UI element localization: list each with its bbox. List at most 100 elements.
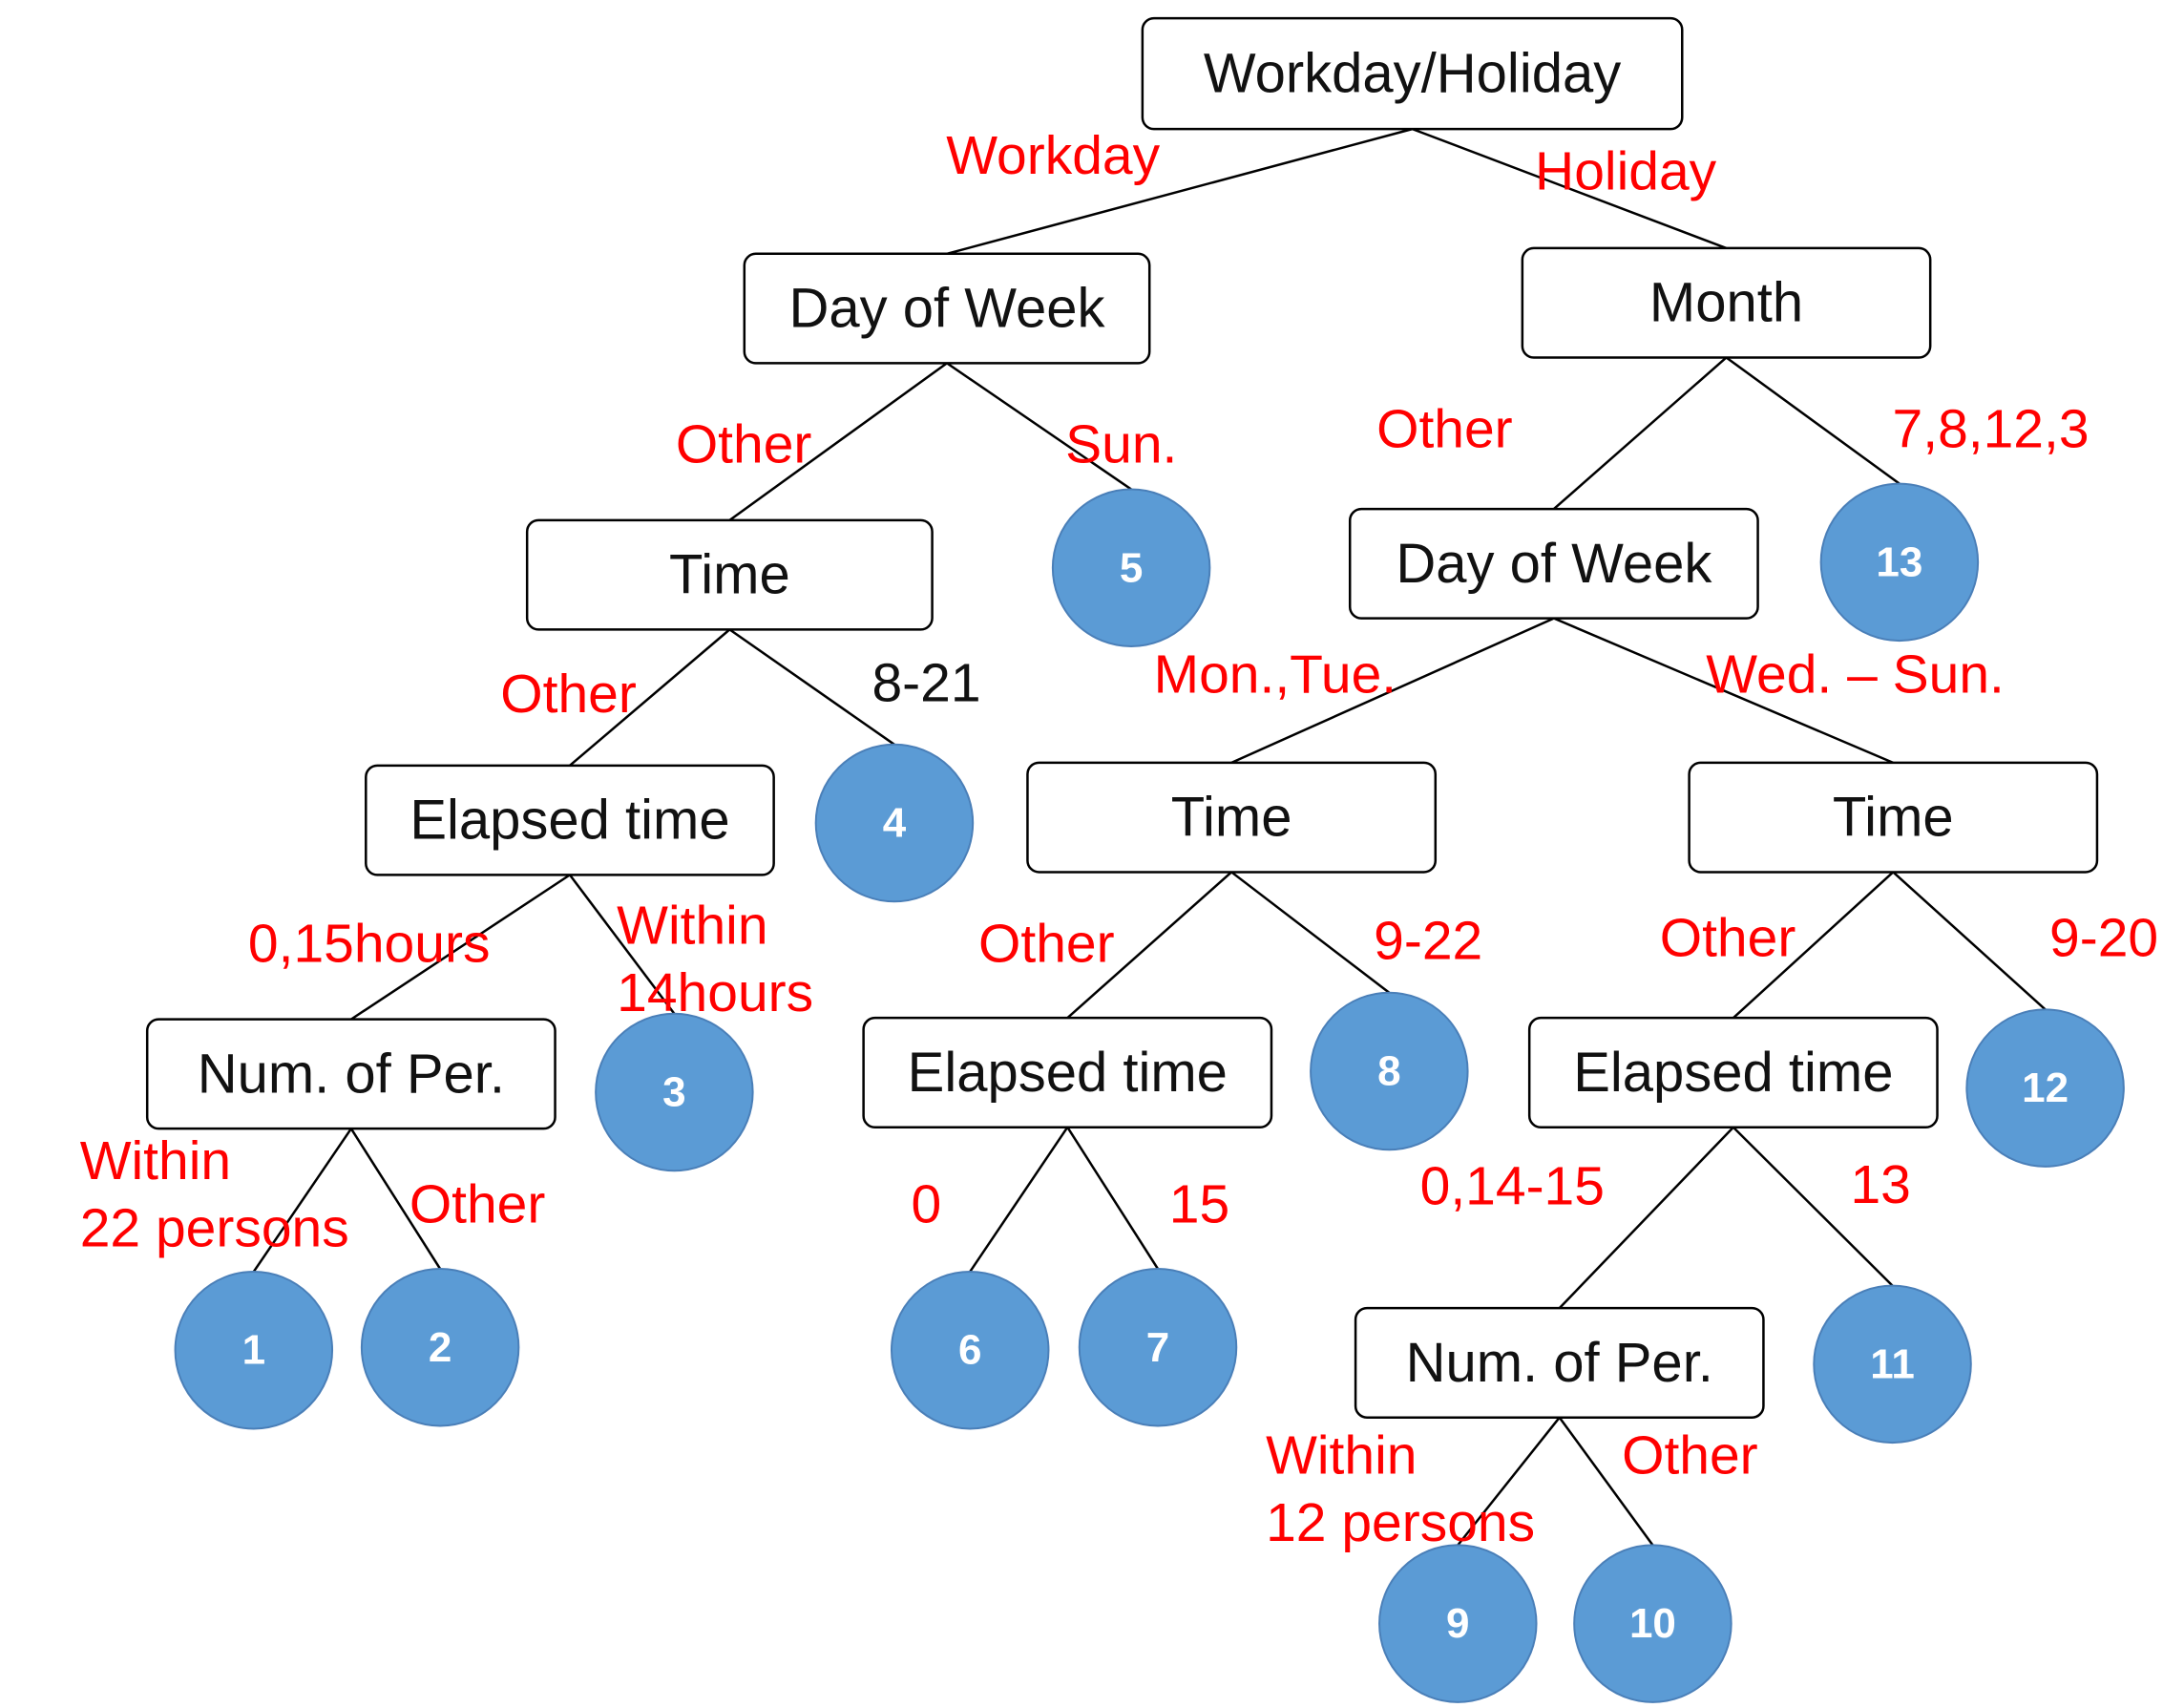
leaf-5: 5 (1051, 488, 1211, 648)
leaf-circle (1310, 991, 1469, 1151)
edge-dow2-to-time2 (1230, 617, 1555, 765)
edge-label-line: 9-20 (2049, 908, 2158, 969)
edge-label-month-to-L13: 7,8,12,3 (1893, 398, 2090, 459)
node-box-shape (1026, 761, 1438, 874)
leaf-3: 3 (595, 1012, 754, 1172)
edge-label-line: Within (80, 1130, 231, 1191)
node-label: Elapsed time (1573, 1042, 1893, 1104)
edge-elapsed2-to-L7 (1066, 1127, 1160, 1270)
leaf-number: 9 (1446, 1600, 1469, 1647)
leaf-number: 10 (1629, 1600, 1676, 1647)
edge-label-dow2-to-time2: Mon.,Tue. (1154, 643, 1397, 705)
edge-label-time1-to-elapsed1: Other (500, 664, 637, 725)
edge-numper2-to-L9 (1457, 1416, 1561, 1547)
edge-elapsed3-to-numper2 (1558, 1126, 1734, 1310)
edge-label-line: Other (676, 414, 812, 475)
edge-label-line: Other (978, 913, 1115, 974)
leaf-9: 9 (1378, 1544, 1538, 1703)
edge-label-dow1-to-time1: Other (676, 414, 812, 475)
edge-label-numper1-to-L2: Other (410, 1174, 546, 1235)
edge-month-to-dow2 (1553, 356, 1728, 511)
edge-label-line: Sun. (1065, 414, 1177, 475)
edge-time2-to-L8 (1230, 871, 1391, 994)
edge-label-root-to-dow1: Workday (946, 125, 1160, 186)
edge-root-to-month (1412, 127, 1727, 250)
leaf-number: 1 (242, 1327, 265, 1374)
node-root: Workday/Holiday (1141, 16, 1684, 131)
node-box-shape (1354, 1306, 1765, 1419)
leaf-circle (890, 1270, 1050, 1430)
edge-label-elapsed3-to-numper2: 0,14-15 (1420, 1155, 1605, 1216)
node-label: Day of Week (1396, 533, 1712, 595)
leaf-circle (814, 743, 975, 903)
edge-label-time2-to-L8: 9-22 (1374, 910, 1482, 971)
edge-elapsed2-to-L6 (969, 1127, 1069, 1273)
edge-label-line: Within (1266, 1424, 1417, 1486)
node-dow1: Day of Week (743, 252, 1151, 365)
edge-label-dow2-to-time3: Wed. – Sun. (1706, 643, 2005, 705)
edge-elapsed3-to-L11 (1732, 1126, 1894, 1287)
edge-label-elapsed3-to-L11: 13 (1850, 1154, 1910, 1215)
leaf-circle (1051, 488, 1211, 648)
edge-dow1-to-L5 (946, 362, 1132, 491)
edge-time3-to-elapsed3 (1732, 871, 1895, 1020)
edge-label-line: Wed. – Sun. (1706, 643, 2005, 705)
node-label: Time (1171, 787, 1292, 849)
leaf-circle (595, 1012, 754, 1172)
leaf-8: 8 (1310, 991, 1469, 1151)
leaf-number: 3 (662, 1069, 685, 1116)
edge-label-time2-to-elapsed2: Other (978, 913, 1115, 974)
leaf-7: 7 (1078, 1268, 1238, 1427)
edge-label-root-to-month: Holiday (1535, 140, 1717, 201)
leaf-circle (1813, 1284, 1972, 1444)
edge-label-line: 8-21 (872, 652, 980, 713)
edge-label-line: 14hours (617, 962, 813, 1023)
edge-label-elapsed1-to-numper1: 0,15hours (248, 913, 491, 974)
node-box-shape (1348, 507, 1759, 620)
leaf-number: 13 (1876, 538, 1922, 585)
node-label: Elapsed time (410, 790, 729, 852)
edge-numper2-to-L10 (1558, 1416, 1654, 1547)
edge-label-line: 0 (912, 1174, 942, 1235)
leaf-number: 12 (2022, 1065, 2068, 1111)
leaf-2: 2 (360, 1268, 520, 1427)
edge-elapsed1-to-numper1 (350, 874, 571, 1021)
node-box-shape (1527, 1016, 1939, 1128)
leaf-number: 6 (958, 1327, 981, 1374)
edge-root-to-dow1 (946, 127, 1413, 256)
edges (252, 127, 2047, 1547)
edge-label-line: Other (410, 1174, 546, 1235)
leaf-circle (1573, 1544, 1732, 1703)
leaf-number: 4 (883, 800, 907, 847)
node-label: Day of Week (789, 278, 1106, 340)
node-box-shape (1141, 16, 1684, 131)
leaf-number: 7 (1146, 1324, 1169, 1371)
leaf-number: 11 (1870, 1340, 1915, 1387)
node-label: Time (1833, 787, 1954, 849)
node-elapsed2: Elapsed time (862, 1016, 1273, 1128)
node-label: Time (669, 544, 790, 606)
node-box-shape (862, 1016, 1273, 1128)
edge-label-line: 12 persons (1266, 1492, 1535, 1553)
leaf-6: 6 (890, 1270, 1050, 1430)
edge-label-line: 7,8,12,3 (1893, 398, 2090, 459)
node-time3: Time (1688, 761, 2099, 874)
node-box-shape (525, 518, 934, 631)
edge-label-line: 13 (1850, 1154, 1910, 1215)
edge-label-line: 22 persons (80, 1198, 349, 1259)
edge-label-line: Other (1622, 1424, 1758, 1486)
leaf-12: 12 (1965, 1008, 2125, 1168)
edge-label-line: Holiday (1535, 140, 1717, 201)
node-month: Month (1521, 246, 1932, 359)
edge-label-month-to-dow2: Other (1376, 398, 1513, 459)
node-dow2: Day of Week (1348, 507, 1759, 620)
edge-label-elapsed2-to-L6: 0 (912, 1174, 942, 1235)
edge-numper1-to-L2 (349, 1128, 442, 1270)
edge-label-line: Other (1376, 398, 1513, 459)
edge-label-time3-to-L12: 9-20 (2049, 908, 2158, 969)
leaf-1: 1 (174, 1270, 334, 1430)
